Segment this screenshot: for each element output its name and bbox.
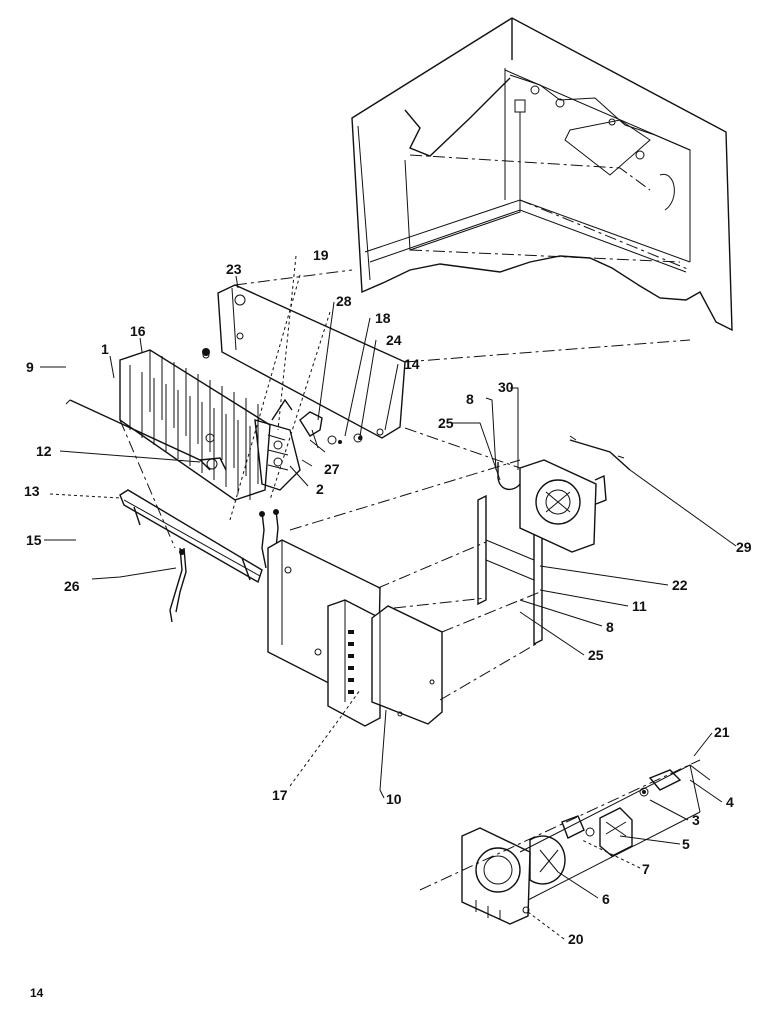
callout-8-upper: 8: [466, 391, 474, 407]
callout-29: 29: [736, 539, 752, 555]
callout-4: 4: [726, 794, 734, 810]
callout-25-upper: 25: [438, 415, 454, 431]
channel-17: [327, 599, 381, 727]
cabinet-liner: [351, 17, 733, 332]
callout-13: 13: [24, 483, 40, 499]
page-number: 14: [30, 986, 44, 1000]
callout-labels: 9 1 16 23 19 28 18 24 14 12 13 15 26 27 …: [24, 247, 752, 947]
callout-16: 16: [130, 323, 146, 339]
callout-17: 17: [272, 787, 288, 803]
callout-26: 26: [64, 578, 80, 594]
callout-21: 21: [714, 724, 730, 740]
callout-2: 2: [316, 481, 324, 497]
condenser-fan-assembly: [419, 759, 711, 925]
defrost-heater-12-13: [65, 399, 263, 584]
callout-18: 18: [375, 310, 391, 326]
callout-15: 15: [26, 532, 42, 548]
callout-25-lower: 25: [588, 647, 604, 663]
callout-5: 5: [682, 836, 690, 852]
evaporator-coil-16: [119, 349, 301, 501]
callout-20: 20: [568, 931, 584, 947]
callout-9: 9: [26, 359, 34, 375]
callout-28: 28: [336, 293, 352, 309]
wire-connectors: [259, 509, 279, 569]
callout-1: 1: [101, 341, 109, 357]
callout-24: 24: [386, 332, 402, 348]
callout-14: 14: [404, 356, 420, 372]
callout-10: 10: [386, 791, 402, 807]
callout-30: 30: [498, 379, 514, 395]
callout-11: 11: [632, 598, 647, 614]
callout-23: 23: [226, 261, 242, 277]
callout-7: 7: [642, 861, 650, 877]
callout-12: 12: [36, 443, 52, 459]
leader-lines: [40, 255, 737, 940]
callout-22: 22: [672, 577, 688, 593]
thermostat-parts: [202, 351, 363, 453]
callout-6: 6: [602, 891, 610, 907]
callout-8-lower: 8: [606, 619, 614, 635]
callout-3: 3: [692, 812, 700, 828]
panel-10: [371, 605, 443, 725]
exploded-view-lines: [119, 269, 691, 549]
wire-harness-26: [169, 547, 187, 623]
callout-27: 27: [324, 461, 340, 477]
callout-19: 19: [313, 247, 329, 263]
evaporator-fan-bracket: [497, 435, 631, 553]
